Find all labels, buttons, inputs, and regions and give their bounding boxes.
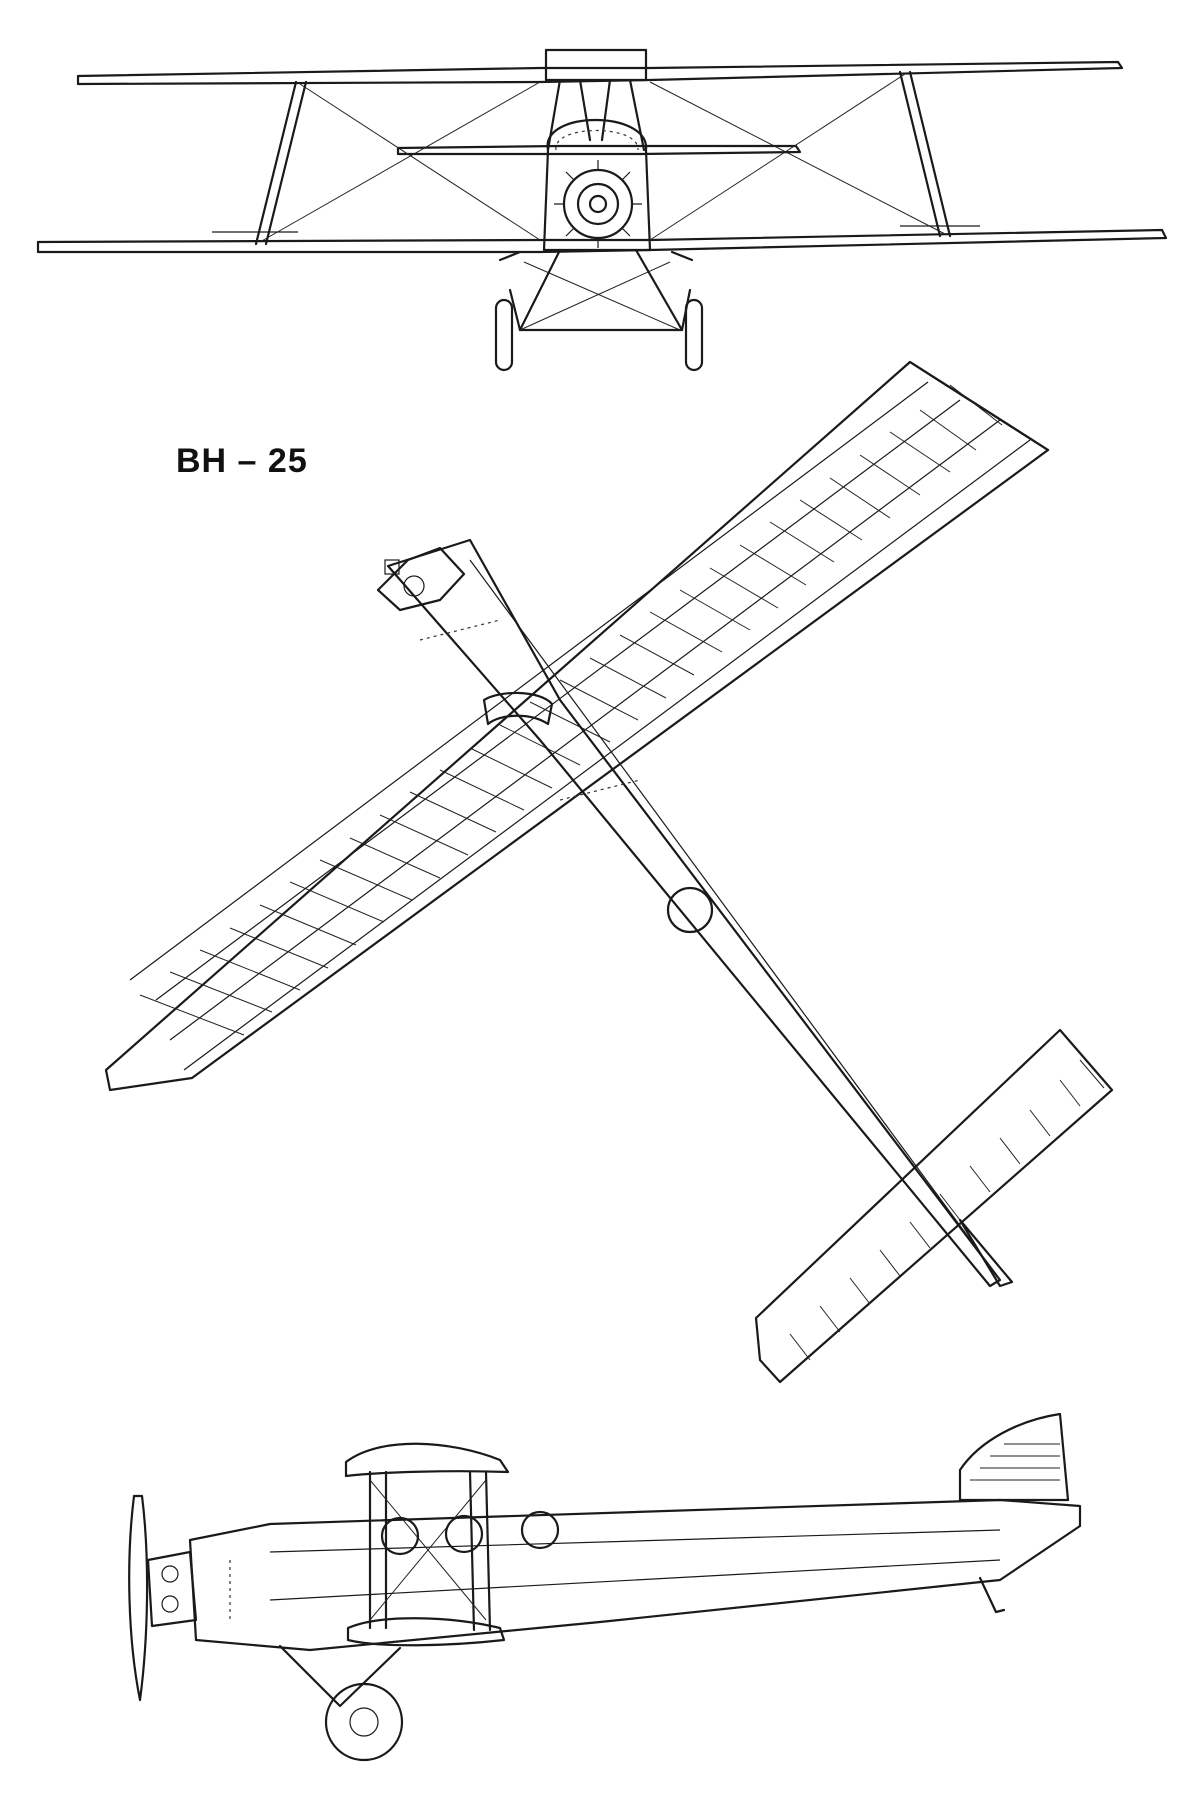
plan-tail-rudder <box>958 1218 1014 1288</box>
front-cabane-struts <box>544 48 648 152</box>
side-fuselage <box>188 1498 1082 1652</box>
plan-fuselage <box>386 538 1002 1288</box>
plan-cockpit <box>482 691 554 726</box>
front-interplane-struts <box>254 70 952 246</box>
front-landing-gear <box>498 248 694 332</box>
front-bracing-wires <box>259 73 946 243</box>
side-propeller <box>128 1494 149 1702</box>
front-center-stub-wing <box>212 144 980 233</box>
front-fuselage-cowling <box>542 118 652 252</box>
front-wheel-left <box>494 298 514 372</box>
plan-engine-cowl <box>376 546 466 612</box>
side-landing-gear <box>278 1644 404 1762</box>
side-engine <box>146 1550 198 1628</box>
front-lower-wing <box>36 228 1168 254</box>
plan-horizontal-tail <box>754 1028 1114 1384</box>
front-wheel-right <box>684 298 704 372</box>
front-upper-wing <box>76 60 1124 86</box>
plan-wing-ribs <box>139 384 1003 1036</box>
side-tail-fin <box>958 1412 1070 1502</box>
side-upper-wing <box>344 1442 510 1478</box>
front-radial-engine <box>554 160 642 248</box>
aircraft-designation-title: BH – 25 <box>176 442 308 480</box>
side-tail-skid <box>978 1576 1006 1614</box>
side-portholes <box>380 1510 560 1556</box>
side-lower-wing <box>346 1617 506 1647</box>
side-interplane-struts <box>368 1470 492 1632</box>
